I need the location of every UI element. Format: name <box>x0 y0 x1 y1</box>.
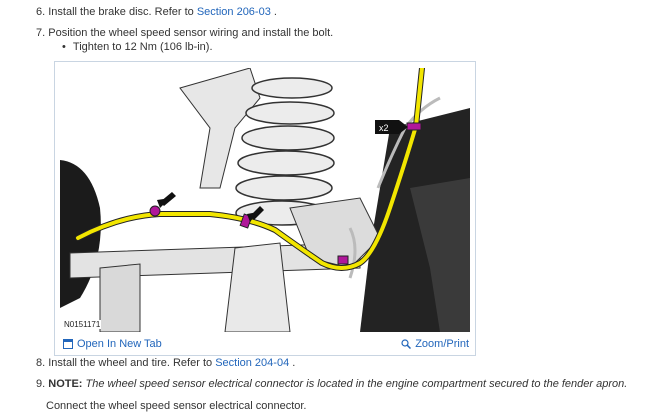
step-number: 8. <box>36 357 46 369</box>
magnifier-icon <box>401 339 412 349</box>
step-suffix: . <box>270 6 277 18</box>
callout-label: x2 <box>379 123 389 133</box>
clip-marker-4 <box>406 122 422 131</box>
zoom-print-label: Zoom/Print <box>415 338 469 350</box>
figure-panel: x2 N0151171 Open In New Tab Zoom/Print <box>54 61 476 356</box>
torque-bullet: • Tighten to 12 Nm (106 lb-in). <box>62 40 213 54</box>
strut-shape <box>224 242 291 332</box>
control-arm-shape <box>179 68 261 189</box>
open-new-tab-button[interactable]: Open In New Tab <box>63 333 162 355</box>
step-number: 6. <box>36 6 46 18</box>
step-text: Position the wheel speed sensor wiring a… <box>48 27 334 39</box>
clip-marker-1 <box>149 205 161 217</box>
step-7: 7. Position the wheel speed sensor wirin… <box>36 26 333 40</box>
illustration-svg: x2 <box>60 68 470 332</box>
step-suffix: . <box>289 357 296 369</box>
step-8: 8. Install the wheel and tire. Refer to … <box>36 356 295 370</box>
step-number: 9. <box>36 378 46 390</box>
open-tab-icon <box>63 339 73 349</box>
note-text: The wheel speed sensor electrical connec… <box>82 378 628 390</box>
section-204-04-link[interactable]: Section 204-04 <box>215 357 290 369</box>
clip-marker-3 <box>337 255 349 265</box>
pointer-arrow-2 <box>247 206 264 222</box>
wheel-speed-sensor-illustration[interactable]: x2 N0151171 <box>60 68 470 332</box>
open-new-tab-label: Open In New Tab <box>77 338 162 350</box>
figure-toolbar: Open In New Tab Zoom/Print <box>55 333 475 355</box>
step-text: Install the brake disc. Refer to <box>48 6 197 18</box>
figure-id: N0151171 <box>63 320 102 329</box>
final-instruction: Connect the wheel speed sensor electrica… <box>46 400 307 412</box>
zoom-print-button[interactable]: Zoom/Print <box>401 333 469 355</box>
sensor-harness-shape <box>76 68 424 270</box>
section-206-03-link[interactable]: Section 206-03 <box>196 6 271 18</box>
step-9: 9. NOTE: The wheel speed sensor electric… <box>36 377 627 391</box>
pointer-arrow-1 <box>157 192 176 208</box>
bullet-dot: • <box>62 41 66 53</box>
bullet-text: Tighten to 12 Nm (106 lb-in). <box>72 41 213 53</box>
step-6: 6. Install the brake disc. Refer to Sect… <box>36 5 277 19</box>
step-number: 7. <box>36 27 46 39</box>
note-label: NOTE: <box>48 378 83 390</box>
step-text: Install the wheel and tire. Refer to <box>48 357 216 369</box>
